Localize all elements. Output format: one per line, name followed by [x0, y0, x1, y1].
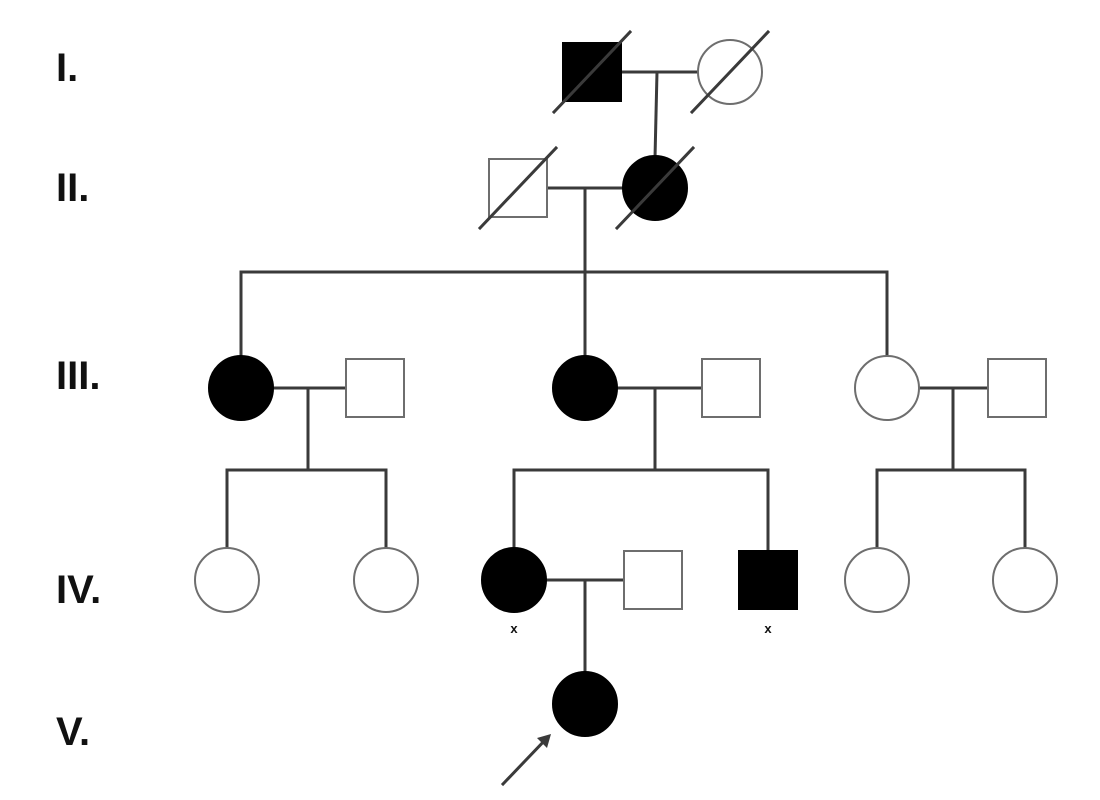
individual-III-6-male-unaffected [987, 358, 1047, 418]
individual-III-2-male-unaffected [345, 358, 405, 418]
individual-III-4-male-unaffected [701, 358, 761, 418]
deceased-slash-II-1 [477, 145, 559, 231]
individual-IV-2-female-unaffected [353, 547, 419, 613]
generation-label-II: II. [56, 166, 90, 210]
individual-IV-1-female-unaffected [194, 547, 260, 613]
marker-IV-3: x [510, 621, 518, 636]
proband-arrow-shaft [500, 735, 550, 787]
descent-line-couple-I [653, 70, 659, 160]
deceased-slash-I-2 [689, 29, 771, 115]
generation-label-III: III. [56, 354, 101, 398]
individual-IV-4-male-unaffected [623, 550, 683, 610]
individual-III-5-female-unaffected [854, 355, 920, 421]
individual-III-1-female-affected [208, 355, 274, 421]
individual-V-1-female-affected [552, 671, 618, 737]
proband-arrow-icon [537, 734, 551, 748]
individual-IV-3-female-affected [481, 547, 547, 613]
deceased-slash-II-2 [614, 145, 696, 231]
individual-IV-7-female-unaffected [992, 547, 1058, 613]
individual-III-3-female-affected [552, 355, 618, 421]
deceased-slash-I-1 [551, 29, 633, 115]
marker-IV-5: x [764, 621, 772, 636]
generation-label-I: I. [56, 46, 79, 90]
generation-label-V: V. [56, 710, 91, 754]
generation-label-IV: IV. [56, 568, 102, 612]
individual-IV-6-female-unaffected [844, 547, 910, 613]
individual-IV-5-male-affected [738, 550, 798, 610]
